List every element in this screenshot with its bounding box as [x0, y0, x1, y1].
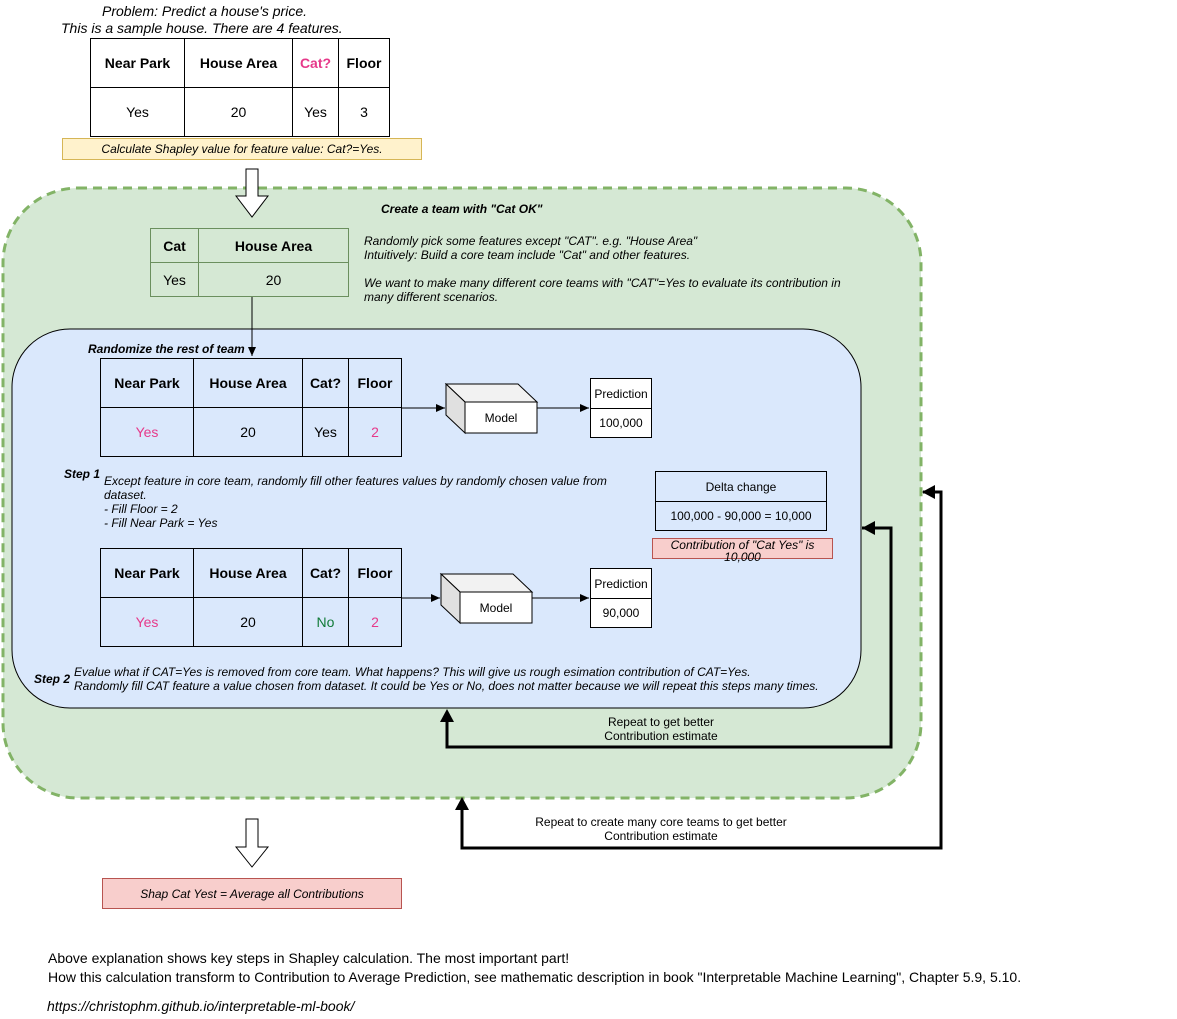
task-note: Calculate Shapley value for feature valu… — [62, 138, 422, 160]
core-team-table: Cat House Area Yes 20 — [150, 228, 349, 297]
footer-line: Above explanation shows key steps in Sha… — [48, 950, 570, 966]
problem-statement: Problem: Predict a house's price. — [102, 3, 307, 19]
header-house-area: House Area — [184, 38, 293, 88]
header-near-park: Near Park — [100, 358, 194, 408]
step1-text-line: - Fill Floor = 2 — [104, 502, 178, 516]
model-box-icon — [444, 382, 539, 435]
core-team-desc-line: Intuitively: Build a core team include "… — [364, 248, 691, 262]
cell-near-park: Yes — [100, 597, 194, 647]
randomized-team-table-1: Near Park House Area Cat? Floor Yes 20 Y… — [100, 358, 402, 457]
result-box: Shap Cat Yest = Average all Contribution… — [102, 878, 402, 909]
contribution-note: Contribution of "Cat Yes" is 10,000 — [652, 538, 833, 563]
header-near-park: Near Park — [100, 548, 194, 598]
step2-text-line: Evalue what if CAT=Yes is removed from c… — [74, 665, 751, 679]
step1-text-line: dataset. — [104, 488, 147, 502]
outer-group-title: Create a team with "Cat OK" — [381, 202, 543, 216]
header-cat: Cat — [150, 228, 199, 263]
contribution-text: 10,000 — [724, 550, 761, 564]
inner-group-title: Randomize the rest of team — [88, 342, 245, 356]
delta-value: 100,000 - 90,000 = 10,000 — [670, 509, 812, 523]
inner-loop-label: Repeat to get better — [607, 715, 715, 729]
prediction-box-1: Prediction 100,000 — [590, 378, 652, 438]
delta-label: Delta change — [656, 472, 826, 502]
sample-house-table: Near Park House Area Cat? Floor Yes 20 Y… — [90, 38, 390, 137]
header-house-area: House Area — [198, 228, 349, 263]
cell-cat: Yes — [302, 407, 349, 457]
footer-line: How this calculation transform to Contri… — [48, 969, 1022, 985]
cell-house-area: 20 — [193, 407, 303, 457]
cell-near-park: Yes — [90, 87, 185, 137]
cell-house-area: 20 — [184, 87, 293, 137]
sample-description: This is a sample house. There are 4 feat… — [61, 20, 343, 36]
cell-floor: 2 — [348, 597, 402, 647]
inner-loop-label: Contribution estimate — [604, 729, 718, 743]
outer-loop-label: Repeat to create many core teams to get … — [535, 815, 787, 829]
step1-label: Step 1 — [64, 467, 101, 481]
prediction-label: Prediction — [591, 569, 651, 599]
randomized-team-table-2: Near Park House Area Cat? Floor Yes 20 N… — [100, 548, 402, 647]
cell-near-park: Yes — [100, 407, 194, 457]
delta-change-box: Delta change 100,000 - 90,000 = 10,000 — [655, 471, 827, 531]
cell-cat: No — [302, 597, 349, 647]
cell-floor: 2 — [348, 407, 402, 457]
cell-cat: Yes — [150, 262, 199, 297]
core-team-desc-line: Randomly pick some features except "CAT"… — [364, 234, 698, 248]
header-floor: Floor — [338, 38, 390, 88]
header-house-area: House Area — [193, 548, 303, 598]
header-floor: Floor — [348, 358, 402, 408]
model-box-icon — [439, 572, 534, 625]
step2-label: Step 2 — [34, 672, 71, 686]
prediction-label: Prediction — [591, 379, 651, 409]
down-arrow-icon — [234, 168, 270, 218]
cell-house-area: 20 — [198, 262, 349, 297]
core-team-desc-line: many different scenarios. — [364, 290, 499, 304]
header-cat: Cat? — [302, 548, 349, 598]
step1-text-line: Except feature in core team, randomly fi… — [104, 474, 607, 488]
core-team-desc-line: We want to make many different core team… — [364, 276, 841, 290]
header-near-park: Near Park — [90, 38, 185, 88]
header-cat: Cat? — [302, 358, 349, 408]
model-label: Model — [479, 601, 513, 615]
outer-loop-label: Contribution estimate — [604, 829, 718, 843]
reference-link[interactable]: https://christophm.github.io/interpretab… — [47, 998, 355, 1014]
header-house-area: House Area — [193, 358, 303, 408]
cell-cat: Yes — [292, 87, 339, 137]
prediction-box-2: Prediction 90,000 — [590, 568, 652, 628]
contribution-text: Contribution of "Cat Yes" is — [670, 538, 815, 552]
step1-text-line: - Fill Near Park = Yes — [104, 516, 218, 530]
header-cat: Cat? — [292, 38, 339, 88]
cell-floor: 3 — [338, 87, 390, 137]
prediction-value: 100,000 — [599, 416, 643, 430]
step2-text-line: Randomly fill CAT feature a value chosen… — [74, 679, 819, 693]
cell-house-area: 20 — [193, 597, 303, 647]
model-label: Model — [484, 411, 518, 425]
inner-repeat-loop-arrow — [445, 526, 893, 749]
header-floor: Floor — [348, 548, 402, 598]
prediction-value: 90,000 — [602, 606, 640, 620]
down-arrow-icon — [234, 818, 270, 868]
